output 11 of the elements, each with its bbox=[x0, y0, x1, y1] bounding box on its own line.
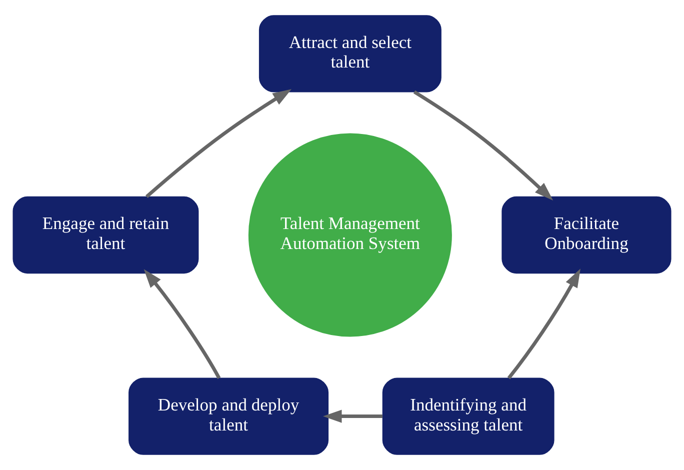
arrow bbox=[322, 410, 382, 423]
node-circle: Talent Management Automation System bbox=[248, 133, 452, 337]
node-box: Develop and deploy talent bbox=[128, 378, 329, 455]
node-box: Facilitate Onboarding bbox=[502, 196, 672, 274]
arrow bbox=[413, 90, 554, 201]
arrow bbox=[507, 268, 580, 380]
arrow bbox=[144, 269, 221, 379]
node-box: Indentifying and assessing talent bbox=[382, 378, 554, 455]
node-box: Engage and retain talent bbox=[12, 196, 199, 274]
node-box: Attract and select talent bbox=[258, 15, 442, 92]
arrow bbox=[145, 89, 292, 198]
